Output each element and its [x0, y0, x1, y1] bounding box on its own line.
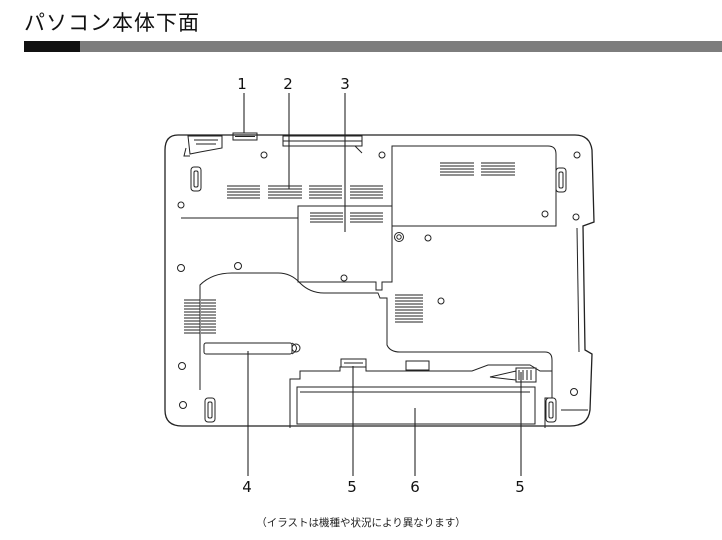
inner-panel-outline — [200, 273, 552, 390]
battery-latch-left — [341, 359, 366, 367]
memory-cover — [298, 206, 392, 290]
chassis-outline — [165, 135, 594, 426]
hdd-cover — [392, 146, 556, 226]
callout-label-3: 3 — [340, 75, 350, 93]
top-edge-bar — [283, 136, 362, 153]
hinge-left — [184, 136, 222, 156]
small-cover — [406, 361, 429, 370]
callout-label-5-left: 5 — [347, 478, 357, 496]
title-underline-bar — [80, 41, 722, 52]
center-vents — [395, 295, 423, 322]
callout-label-4: 4 — [242, 478, 252, 496]
caption: （イラストは機種や状況により異なります） — [256, 517, 466, 529]
battery-pack — [290, 365, 552, 428]
left-vents — [184, 300, 216, 333]
title-underline-accent — [24, 41, 80, 52]
page-title: パソコン本体下面 — [24, 11, 200, 35]
callout-label-6: 6 — [410, 478, 420, 496]
callout-label-2: 2 — [283, 75, 293, 93]
callout-label-5-right: 5 — [515, 478, 525, 496]
screws — [178, 152, 581, 409]
latch-slot-1 — [233, 133, 257, 140]
callout-label-1: 1 — [237, 75, 247, 93]
battery-latch-right — [490, 368, 536, 382]
vent-row-2 — [227, 186, 383, 198]
rubber-feet — [191, 167, 566, 422]
side-edge-detail — [577, 228, 579, 352]
expansion-slot-4 — [204, 343, 300, 354]
